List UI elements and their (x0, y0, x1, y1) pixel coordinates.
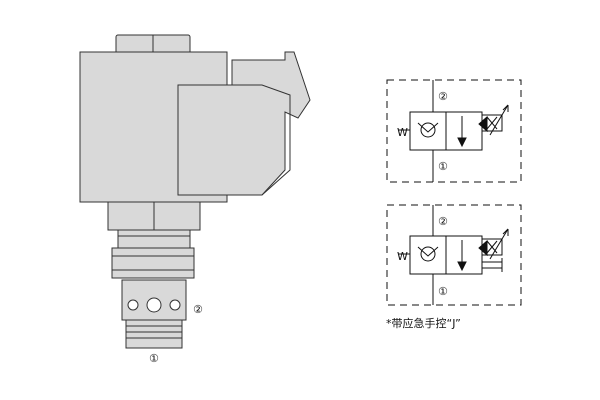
symbol-bottom-port-2: ② (438, 215, 448, 228)
port-2-hole (146, 297, 162, 313)
symbol-bottom-port-1: ① (438, 285, 448, 298)
cartridge-nose (125, 319, 183, 349)
hydraulic-symbol-top (386, 79, 522, 183)
valve-box-left (409, 235, 447, 275)
manual-override-caption: *带应急手控“J” (386, 316, 461, 330)
symbol-envelope (386, 204, 522, 306)
cartridge-upper (117, 235, 191, 249)
spring-label-top: W (397, 126, 408, 139)
symbol-top-port-1: ① (438, 160, 448, 173)
solenoid-valve-drawing (79, 34, 311, 349)
valve-box-right (445, 111, 483, 151)
valve-port-2-label: ② (193, 303, 203, 316)
spring-label-bottom: W (397, 250, 408, 263)
cartridge-thread (111, 247, 195, 279)
valve-box-left (409, 111, 447, 151)
manual-override (482, 258, 503, 272)
symbol-envelope (386, 79, 522, 183)
symbol-top-port-2: ② (438, 90, 448, 103)
valve-box-right (445, 235, 483, 275)
hydraulic-symbol-bottom (386, 204, 522, 306)
valve-port-1-label: ① (149, 352, 159, 365)
